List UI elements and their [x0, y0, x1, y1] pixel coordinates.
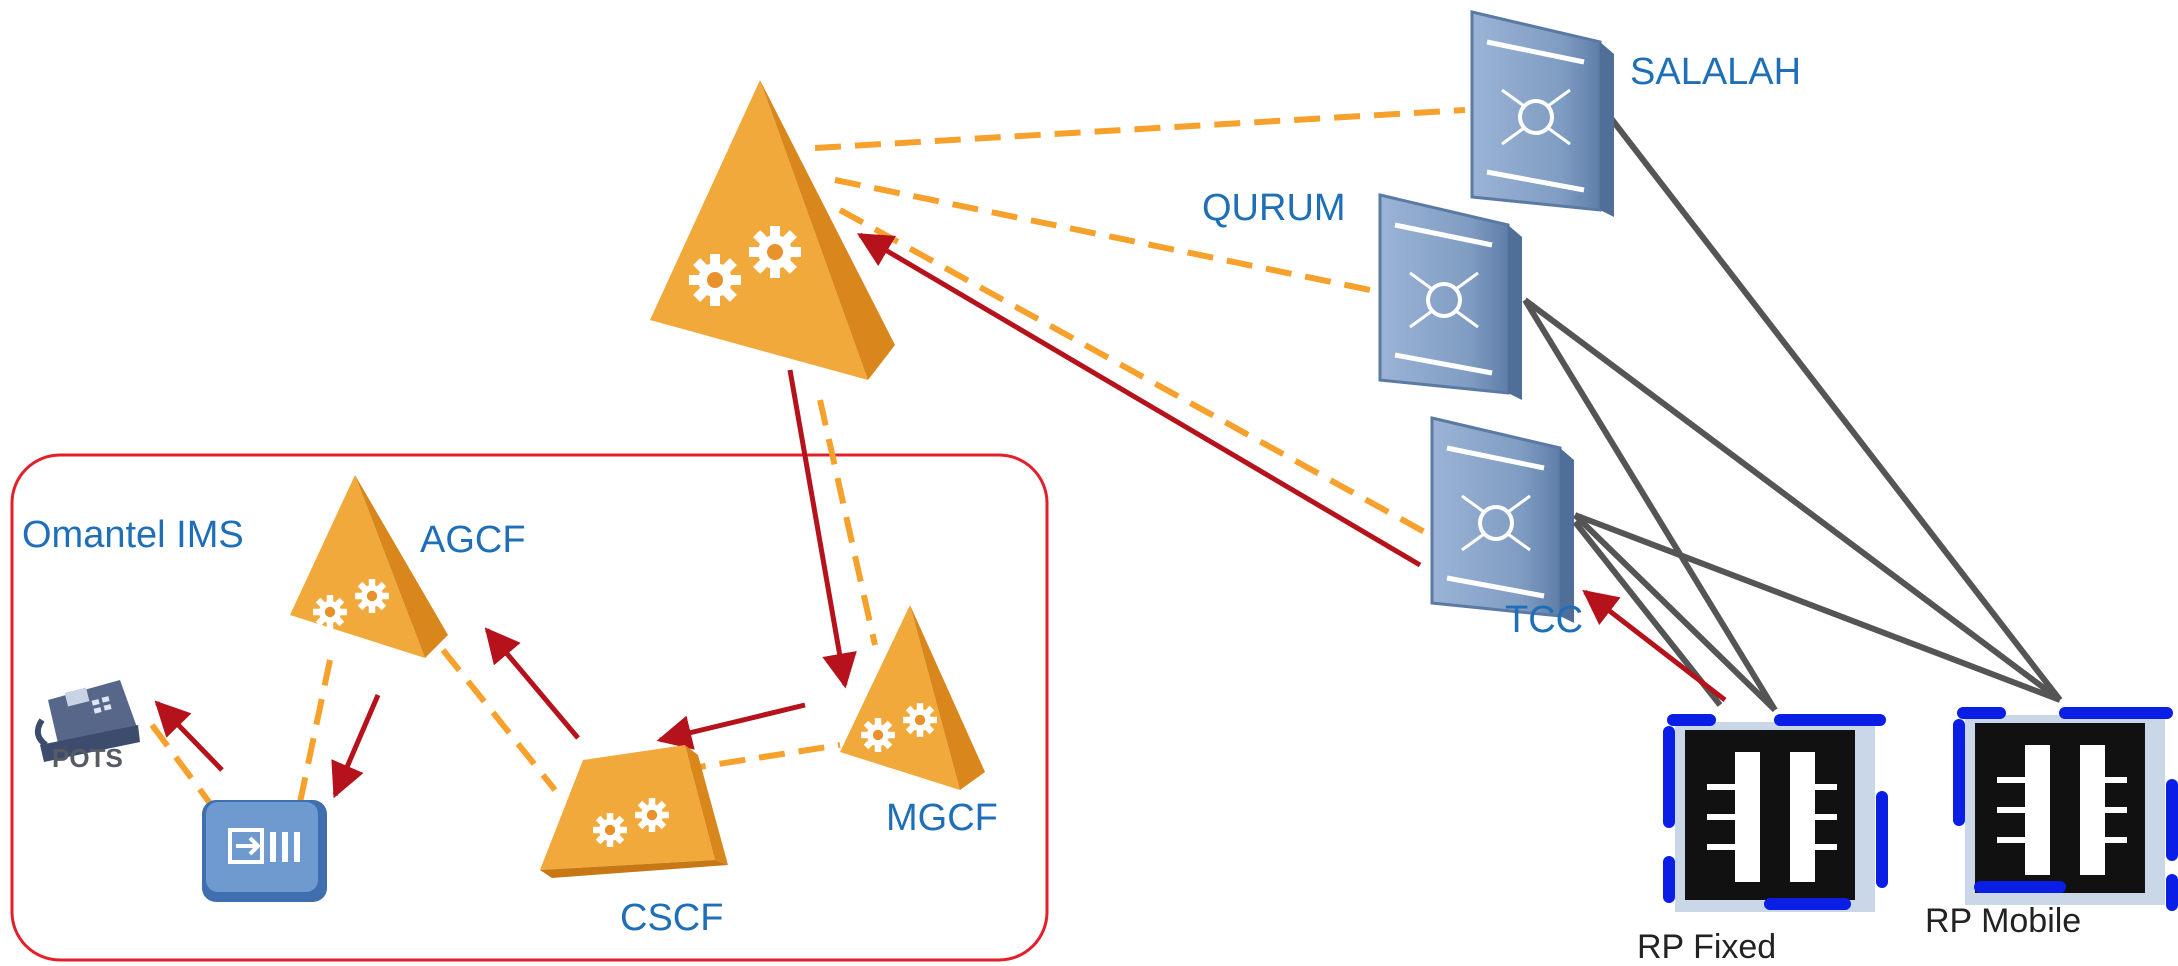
- agcf-label: AGCF: [420, 519, 526, 561]
- access-gateway-icon: [202, 800, 327, 902]
- cscf-trapezoid-icon: [540, 745, 728, 878]
- signalling-links: [149, 107, 1466, 851]
- rp-chassis-icon: [1663, 707, 2178, 912]
- ims-domain-box: [10, 453, 1049, 962]
- mgcf-label: MGCF: [886, 797, 998, 839]
- mgcf-triangle-icon: [840, 605, 985, 790]
- trunk-links: [1522, 115, 2063, 713]
- ims-domain-label: Omantel IMS: [22, 514, 244, 556]
- qurum-label: QURUM: [1202, 187, 1346, 229]
- softswitch-triangle-icon: [650, 80, 895, 380]
- tcc-label: TCC: [1505, 599, 1583, 641]
- agcf-triangle-icon: [290, 475, 448, 658]
- pots-label: POTS: [52, 743, 123, 773]
- rp-fixed-label: RP Fixed: [1637, 928, 1776, 966]
- call-flow-arrows: [154, 232, 1727, 799]
- salalah-label: SALALAH: [1630, 51, 1801, 93]
- cscf-label: CSCF: [620, 897, 723, 939]
- rp-mobile-label: RP Mobile: [1925, 902, 2081, 940]
- tandem-switch-icon: [1378, 10, 1614, 623]
- telephone-icon: [34, 680, 140, 762]
